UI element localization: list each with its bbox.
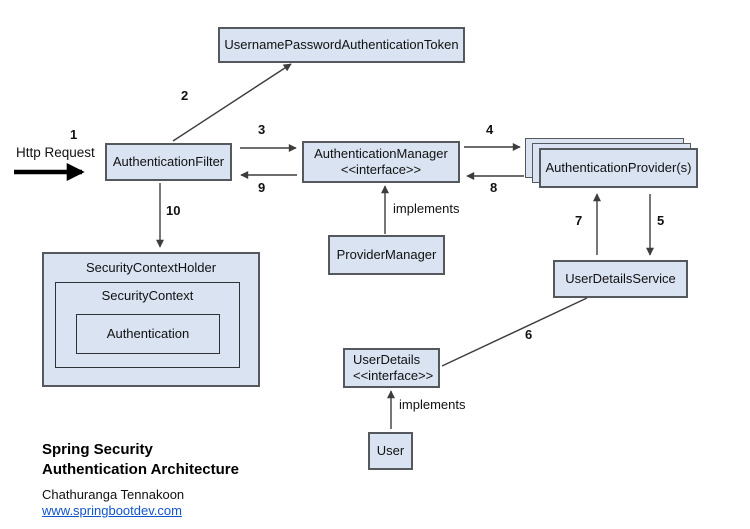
- edge-label-6: 6: [525, 327, 533, 342]
- author-name: Chathuranga Tennakoon: [42, 487, 185, 502]
- edge-label-10: 10: [166, 203, 181, 218]
- diagram-title: Spring Security Authentication Architect…: [42, 440, 239, 480]
- edge-label-2: 2: [181, 88, 189, 103]
- edge-2-line: [172, 63, 292, 142]
- node-user-details-service: UserDetailsService: [553, 260, 688, 298]
- node-label: AuthenticationProvider(s): [545, 160, 692, 175]
- diagram-title-line1: Spring Security: [42, 441, 153, 458]
- edge-label-8: 8: [490, 180, 498, 195]
- edge-label-4: 4: [486, 122, 494, 137]
- edge-label-3: 3: [258, 122, 266, 137]
- diagram-title-line2: Authentication Architecture: [42, 461, 239, 478]
- node-label: UserDetailsService: [565, 271, 676, 286]
- edge-label-1: 1: [70, 127, 78, 142]
- node-label: User: [376, 443, 405, 458]
- website-link[interactable]: www.springbootdev.com: [42, 503, 182, 518]
- node-label-line2: <<interface>>: [340, 162, 422, 177]
- node-label: UsernamePasswordAuthenticationToken: [224, 37, 459, 52]
- node-user-details: UserDetails <<interface>>: [343, 348, 440, 388]
- http-request-label: Http Request: [16, 145, 95, 160]
- edge-label-5: 5: [657, 213, 665, 228]
- node-label: SecurityContext: [101, 288, 194, 303]
- node-label-line1: AuthenticationManager: [314, 146, 448, 161]
- edge-6-line: [441, 297, 588, 367]
- node-security-context-holder: SecurityContextHolder SecurityContext Au…: [42, 252, 260, 387]
- node-authentication-manager: AuthenticationManager <<interface>>: [302, 141, 460, 183]
- node-authentication-providers: AuthenticationProvider(s): [539, 148, 698, 188]
- node-authentication: Authentication: [76, 314, 220, 354]
- node-label: Authentication: [106, 326, 190, 341]
- node-authentication-filter: AuthenticationFilter: [105, 143, 232, 181]
- edge-label-9: 9: [258, 180, 266, 195]
- node-security-context: SecurityContext Authentication: [55, 282, 240, 368]
- node-label: AuthenticationFilter: [112, 154, 225, 169]
- implements-user-details-label: implements: [399, 397, 466, 412]
- node-label-line2: <<interface>>: [353, 368, 434, 383]
- node-user: User: [368, 432, 413, 470]
- implements-manager-label: implements: [393, 201, 460, 216]
- node-label: SecurityContextHolder: [85, 260, 217, 275]
- edge-label-7: 7: [575, 213, 583, 228]
- node-username-password-authentication-token: UsernamePasswordAuthenticationToken: [218, 27, 465, 63]
- node-label: ProviderManager: [336, 247, 437, 262]
- node-provider-manager: ProviderManager: [328, 235, 445, 275]
- node-label-line1: UserDetails: [353, 352, 421, 367]
